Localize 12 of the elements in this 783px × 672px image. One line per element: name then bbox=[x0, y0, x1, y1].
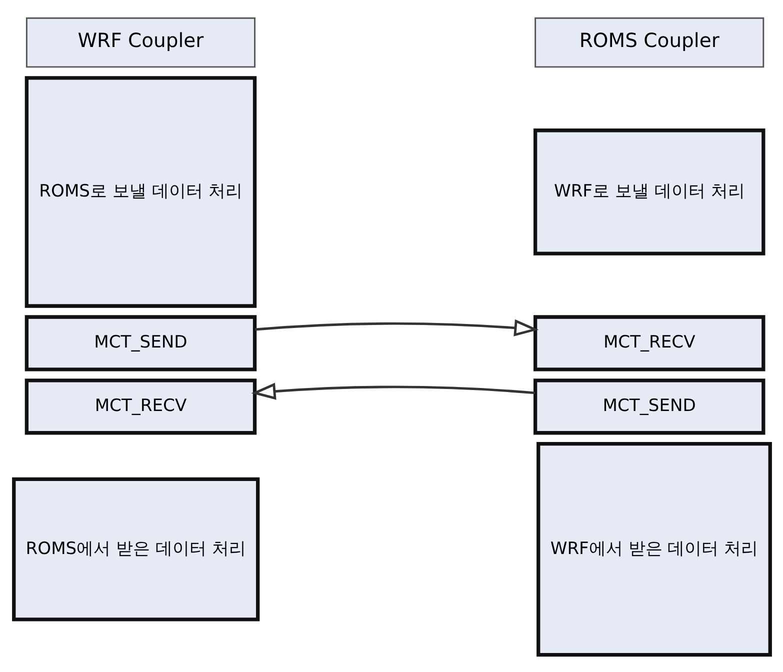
node-box: ROMS로 보낼 데이터 처리 bbox=[24, 76, 256, 308]
node-box: MCT_SEND bbox=[533, 378, 765, 434]
node-box: MCT_RECV bbox=[24, 378, 256, 434]
node-box: WRF에서 받은 데이터 처리 bbox=[536, 442, 772, 656]
node-box: MCT_RECV bbox=[533, 314, 765, 371]
node-box: ROMS Coupler bbox=[534, 16, 764, 68]
node-box: WRF Coupler bbox=[25, 16, 256, 68]
arrow bbox=[254, 318, 538, 336]
node-box: MCT_SEND bbox=[24, 314, 256, 371]
node-box: ROMS에서 받은 데이터 처리 bbox=[12, 476, 260, 621]
arrow bbox=[250, 382, 535, 400]
node-box: WRF로 보낼 데이터 처리 bbox=[533, 128, 765, 255]
